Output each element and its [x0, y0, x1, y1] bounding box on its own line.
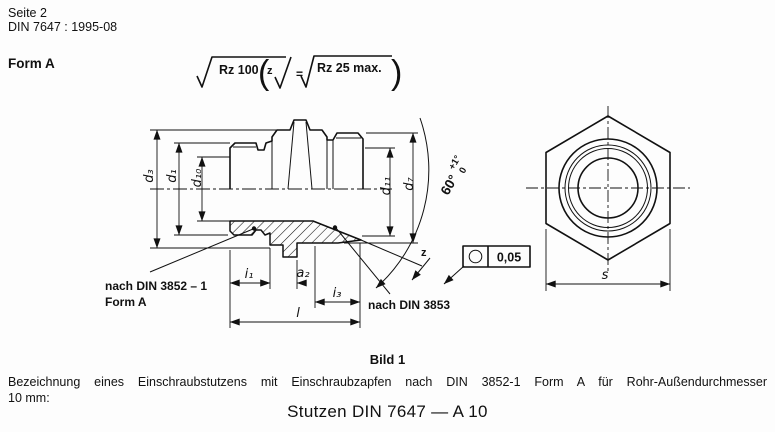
dim-label-d7: d₇	[402, 176, 417, 190]
dim-label-a2: a₂	[296, 266, 309, 281]
note-din-3852: nach DIN 3852 – 1	[105, 279, 207, 293]
angle-value: 60°	[438, 172, 461, 197]
surface-roughness-annotation: Rz 100 ( z = Rz 25 max. )	[196, 54, 402, 92]
leader-notes: nach DIN 3852 – 1 Form A nach DIN 3853	[105, 225, 450, 312]
figure-caption: Bild 1	[369, 352, 406, 367]
check-symbol	[274, 56, 292, 89]
note-din-3853: nach DIN 3853	[368, 298, 450, 312]
roughness-outer-value: Rz 100	[219, 63, 259, 77]
designation-paragraph-2: 10 mm:	[8, 391, 50, 405]
width-across-flats-dimension: s	[545, 229, 671, 291]
designation-paragraph: Bezeichnung eines Einschraubstutzens mit…	[8, 375, 767, 389]
dim-label-s: s	[602, 268, 609, 283]
dim-label-i3: i₃	[333, 286, 342, 301]
designation-text: Stutzen DIN 7647 — A 10	[287, 402, 488, 421]
diameter-dimensions-right: d₁₁ d₇	[344, 132, 418, 244]
page-header: Seite 2 DIN 7647 : 1995-08	[8, 6, 117, 34]
equals-sign: =	[296, 67, 303, 81]
technical-drawing: Rz 100 ( z = Rz 25 max. )	[105, 54, 690, 328]
dim-label-d3: d₃	[142, 169, 157, 182]
form-label: Form A	[8, 56, 55, 71]
dim-label-d11: d₁₁	[379, 177, 394, 196]
open-paren: (	[258, 54, 270, 92]
dim-label-l: l	[296, 306, 300, 321]
circularity-icon	[468, 249, 483, 264]
close-paren: )	[391, 54, 402, 92]
roundness-tolerance-frame: 0,05	[443, 245, 531, 285]
leader-dot	[251, 226, 257, 231]
roughness-symbol-letter: z	[267, 65, 273, 77]
upper-outline	[229, 119, 364, 189]
dim-label-i1: i₁	[245, 267, 254, 282]
sectional-view: d₃ d₁ d₁₀ d₁₁ d₇	[105, 117, 531, 328]
cone-angle-annotation: 60° +1° 0 z	[360, 117, 469, 289]
radical-sign	[300, 55, 392, 88]
angle-arc	[375, 117, 430, 289]
length-dimensions: i₁ a₂ i₃ l	[229, 243, 361, 328]
tolerance-value: 0,05	[497, 251, 521, 265]
roughness-inner-value: Rz 25 max.	[317, 61, 382, 75]
hex-end-view: s	[526, 106, 690, 291]
note-form-a: Form A	[105, 295, 147, 309]
hatched-section	[229, 220, 362, 258]
z-surface-mark: z	[421, 247, 427, 259]
diameter-dimensions-left: d₃ d₁ d₁₀	[142, 129, 277, 249]
leader-dot	[332, 225, 338, 230]
angle-tol-lower: 0	[457, 166, 469, 176]
dim-label-d1: d₁	[165, 169, 180, 182]
radical-sign	[196, 56, 286, 88]
standard-number: DIN 7647 : 1995-08	[8, 20, 118, 34]
upper-detail-lines	[233, 121, 361, 190]
page-number: Seite 2	[8, 6, 47, 20]
dim-label-d10: d₁₀	[190, 168, 205, 187]
hexagon-outline	[545, 115, 671, 261]
